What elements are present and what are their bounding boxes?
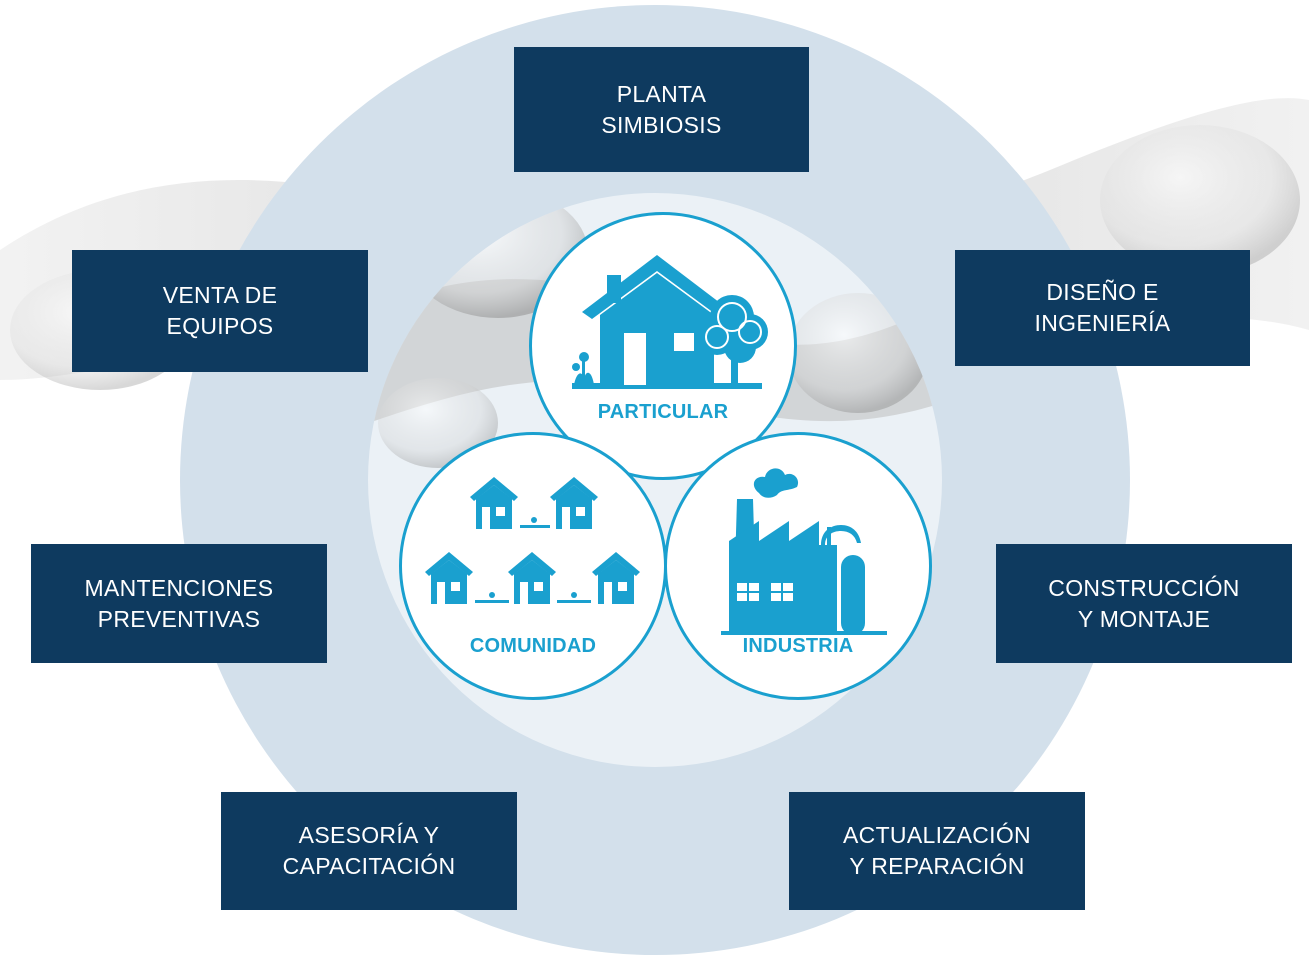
segment-industria: INDUSTRIA: [664, 432, 932, 700]
service-planta-line2: SIMBIOSIS: [601, 111, 722, 138]
segment-particular-label: PARTICULAR: [597, 401, 729, 423]
service-mantenciones-preventivas: MANTENCIONES PREVENTIVAS: [31, 544, 327, 663]
service-planta-simbiosis: PLANTA SIMBIOSIS: [514, 47, 809, 172]
house-with-tree-icon: [572, 255, 768, 389]
service-asesoria-line2: CAPACITACIÓN: [282, 853, 456, 879]
service-planta-line1: PLANTA: [616, 80, 707, 107]
service-diseno-line1: DISEÑO E: [1046, 279, 1159, 305]
service-venta-line2: EQUIPOS: [166, 313, 274, 339]
service-actualizacion-line2: Y REPARACIÓN: [849, 853, 1025, 879]
service-construccion-line2: Y MONTAJE: [1077, 605, 1211, 632]
segment-particular: PARTICULAR: [529, 212, 797, 480]
service-asesoria-capacitacion: ASESORÍA Y CAPACITACIÓN: [221, 792, 517, 910]
houses-community-icon: [425, 477, 640, 604]
service-diseno-line2: INGENIERÍA: [1034, 310, 1171, 336]
service-mantenciones-line2: PREVENTIVAS: [97, 605, 261, 632]
service-mantenciones-line1: MANTENCIONES: [84, 574, 274, 601]
service-construccion-line1: CONSTRUCCIÓN: [1048, 574, 1240, 601]
service-asesoria-line1: ASESORÍA Y: [298, 822, 440, 848]
segment-comunidad: COMUNIDAD: [399, 432, 667, 700]
factory-icon: [721, 468, 887, 635]
segment-comunidad-label: COMUNIDAD: [469, 635, 597, 657]
segment-industria-label: INDUSTRIA: [742, 635, 854, 657]
service-actualizacion-reparacion: ACTUALIZACIÓN Y REPARACIÓN: [789, 792, 1085, 910]
service-construccion-montaje: CONSTRUCCIÓN Y MONTAJE: [996, 544, 1292, 663]
service-venta-equipos: VENTA DE EQUIPOS: [72, 250, 368, 372]
service-venta-line1: VENTA DE: [162, 282, 278, 308]
service-actualizacion-line1: ACTUALIZACIÓN: [843, 822, 1031, 848]
service-diseno-ingenieria: DISEÑO E INGENIERÍA: [955, 250, 1250, 366]
